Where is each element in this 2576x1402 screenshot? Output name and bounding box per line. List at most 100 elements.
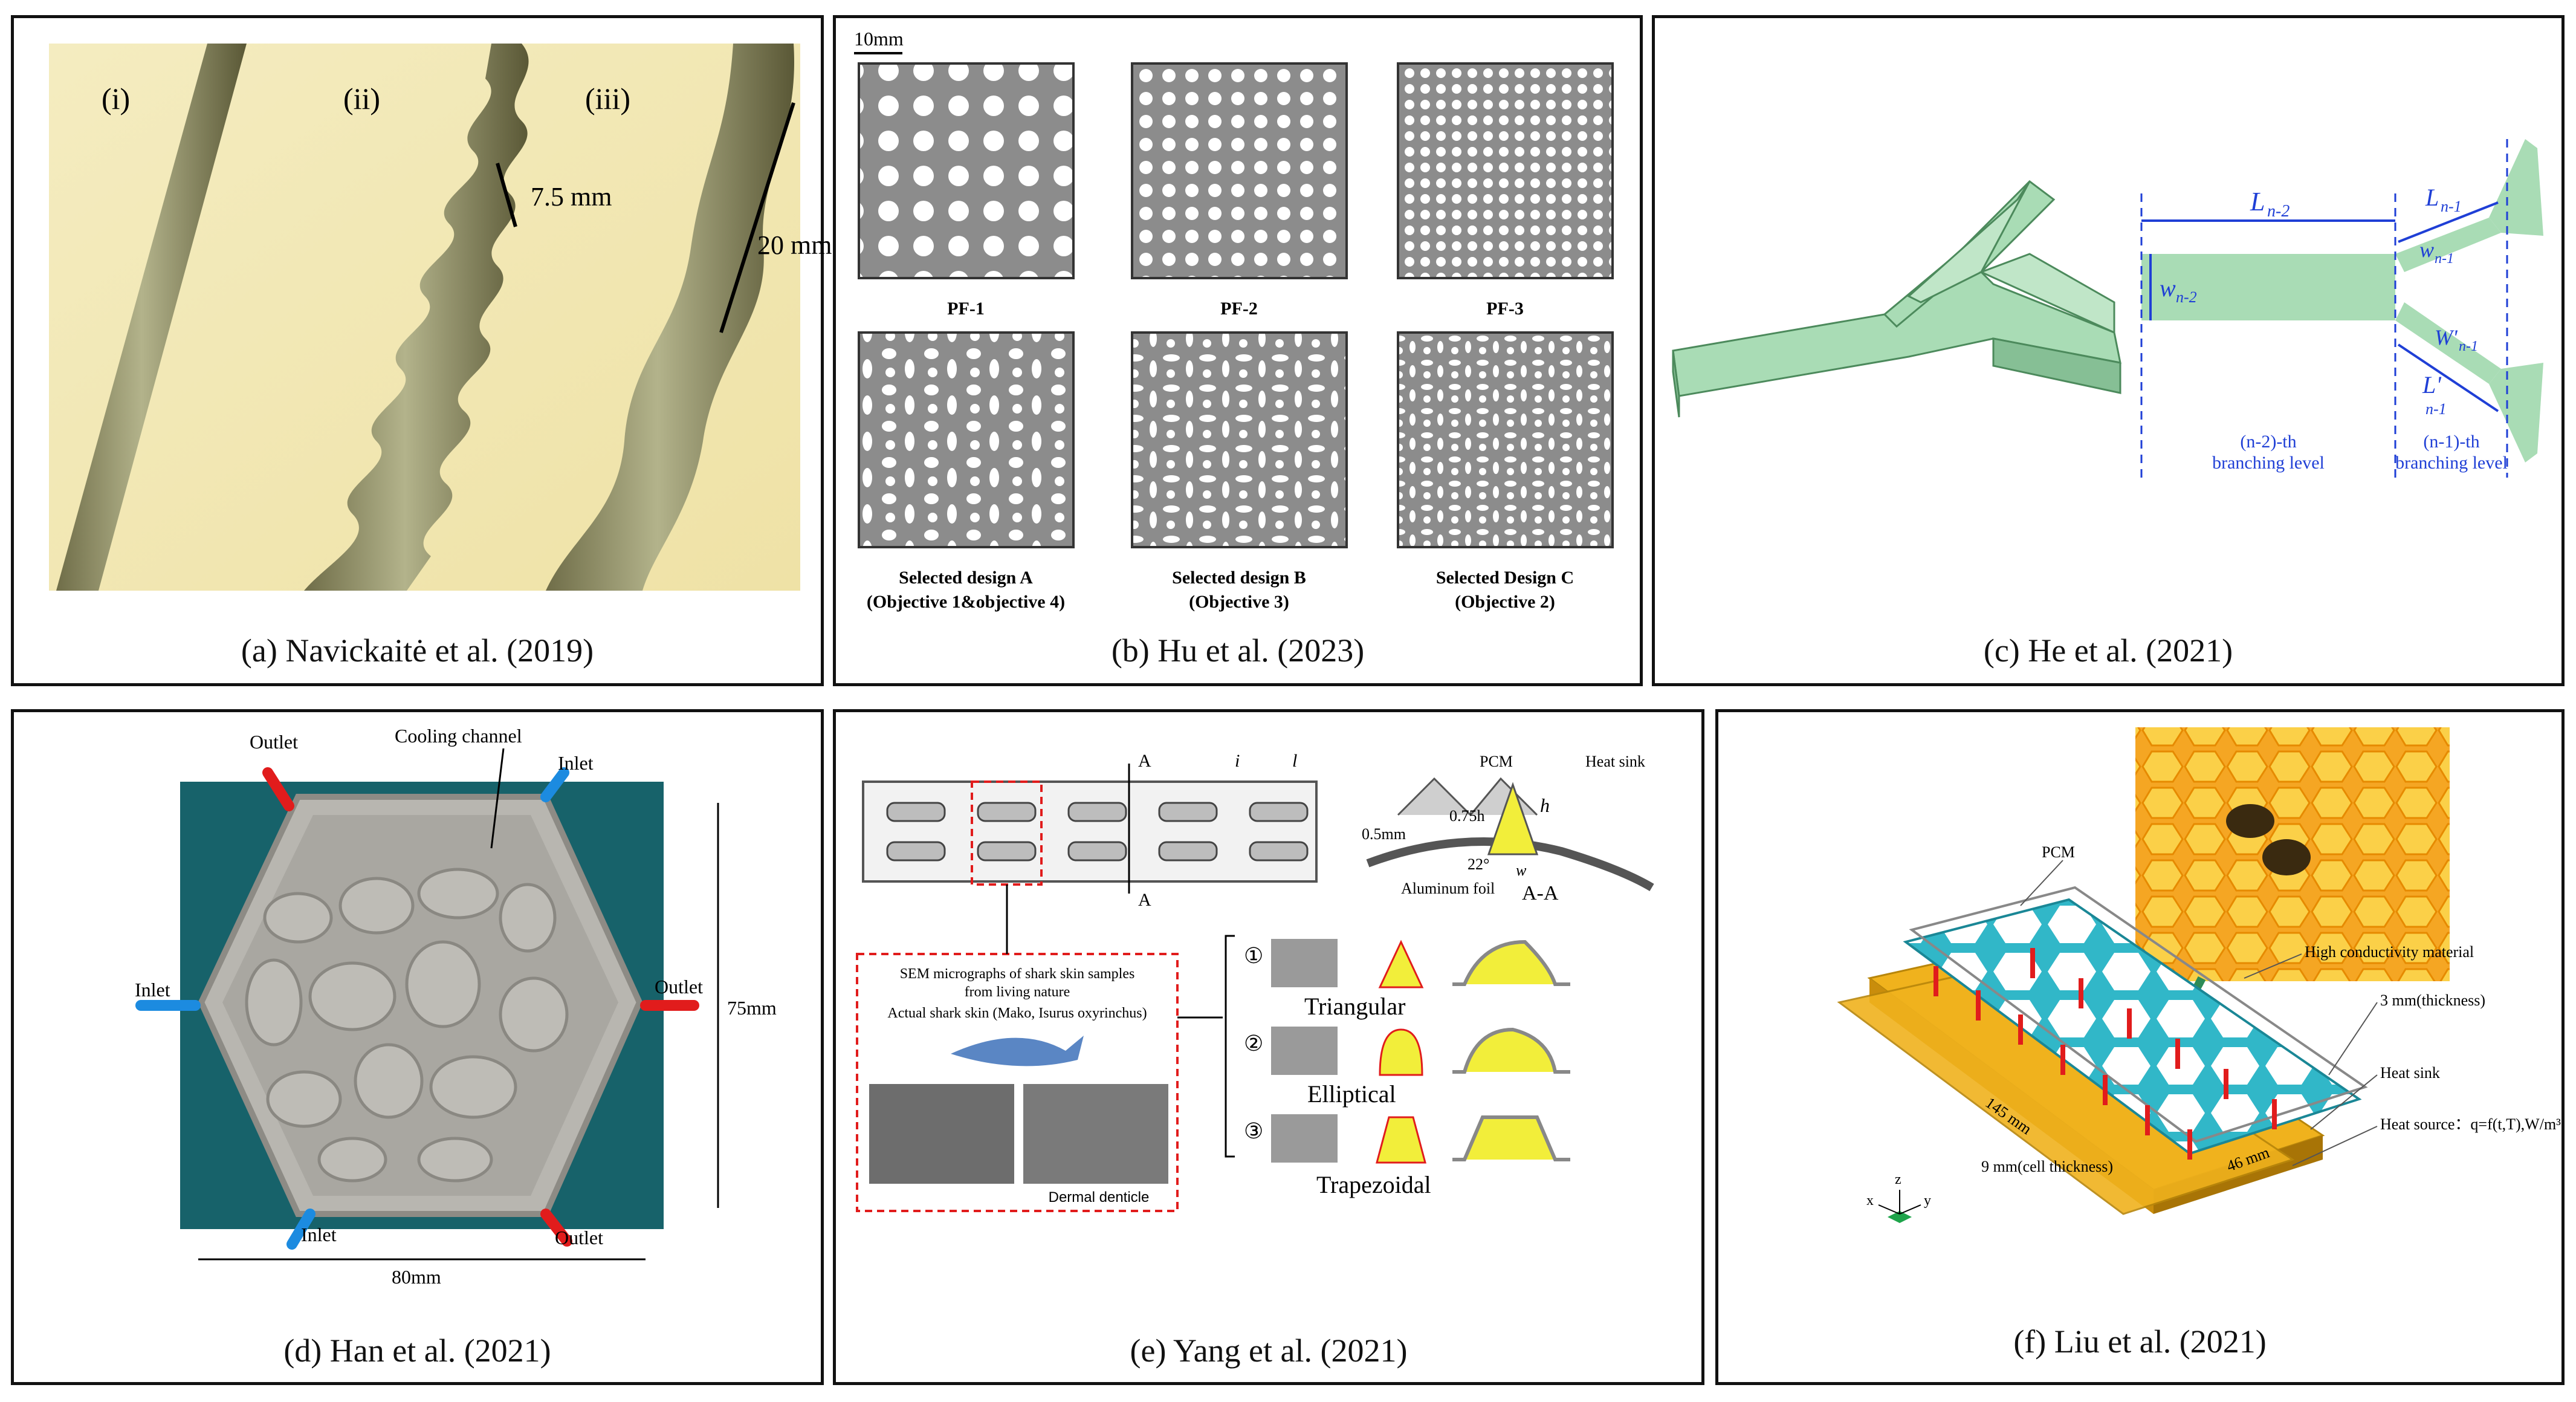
pf2-label: PF-2 — [1220, 299, 1258, 319]
caption-b: (b) Hu et al. (2023) — [1111, 632, 1365, 669]
caption-e: (e) Yang et al. (2021) — [1130, 1332, 1408, 1369]
foil-arc — [1366, 837, 1654, 892]
shape3-name: Trapezoidal — [1316, 1171, 1431, 1198]
outlet-tl-label: Outlet — [250, 731, 298, 753]
design-b-l1: Selected design B — [1172, 568, 1306, 588]
inlet-bl-label: Inlet — [301, 1224, 337, 1245]
l-n-2-sub: n-2 — [2267, 202, 2290, 221]
dim-20mm: 20 mm — [757, 230, 832, 260]
hexagon-cold-plate: Outlet Inlet Cooling channel Inlet Outle… — [135, 725, 777, 1288]
pf1-pattern — [858, 62, 1075, 279]
caption-d: (d) Han et al. (2021) — [283, 1332, 551, 1369]
shape1-num: ① — [1244, 944, 1263, 968]
rod-photo: (i) (ii) (iii) 7.5 mm 20 mm — [49, 44, 832, 591]
y-branch-3d — [1672, 180, 2121, 418]
shark-skin-fins: A A i l PCM Heat sink h 0.75h 0.5mm 22° … — [856, 751, 1654, 1212]
shape1-photo — [1271, 939, 1338, 987]
sem-micrograph-1 — [869, 1084, 1014, 1184]
l-prime-sub: n-1 — [2426, 400, 2447, 418]
shape2-photo — [1271, 1027, 1338, 1075]
design-a-l1: Selected design A — [899, 568, 1033, 588]
outlet-arrow-tl — [262, 767, 294, 811]
fin-array — [886, 802, 1309, 862]
design-c-pattern — [1397, 331, 1614, 548]
level2-line1: (n-1)-th — [2423, 432, 2479, 452]
level2-line2: branching level — [2395, 453, 2508, 473]
heat-flux-arrows — [1934, 948, 2277, 1160]
honeycomb-heat-sink: PCM High conductivity material 3 mm(thic… — [1837, 727, 2561, 1223]
shape3-photo — [1271, 1114, 1338, 1163]
branching-channel: L n-2 w n-2 L n-1 w n-1 W' n-1 L' n-1 (n… — [1672, 139, 2543, 478]
dim-80mm-label: 80mm — [392, 1266, 441, 1288]
lower-sub-branch — [2489, 363, 2543, 462]
spacing-i: i — [1235, 751, 1240, 771]
hexagonal-pcm-layer — [1903, 898, 2362, 1155]
porous-designs: 10mm PF-1 PF-2 PF-3 Selected design A (O… — [854, 28, 1614, 612]
design-a-pattern — [858, 331, 1075, 548]
axis-z: z — [1895, 1172, 1901, 1187]
label-iii: (iii) — [585, 82, 630, 115]
shape2-profile — [1379, 1028, 1423, 1076]
section-a-top: A — [1138, 751, 1151, 771]
shape1-name: Triangular — [1304, 993, 1405, 1020]
pf3-pattern — [1397, 62, 1614, 279]
dim-arrow-iii — [719, 102, 795, 333]
shape3-result — [1452, 1115, 1570, 1161]
main-segment — [2141, 254, 2395, 320]
section-a-bottom: A — [1138, 890, 1151, 910]
conductive-plate — [1909, 886, 2368, 1143]
panel-a: (i) (ii) (iii) 7.5 mm 20 mm (a) Navickai… — [11, 15, 832, 686]
shape1-profile — [1378, 940, 1424, 988]
pcm-label: PCM — [2042, 843, 2075, 861]
design-b-l2: (Objective 3) — [1189, 592, 1289, 612]
scale-label: 10mm — [854, 28, 904, 50]
inlet-arrow-tr — [540, 767, 569, 802]
heat-source-label: Heat source：q=f(t,T),W/m³ — [2380, 1115, 2561, 1133]
caption-a: (a) Navickaitė et al. (2019) — [241, 632, 594, 669]
w-n-1: w — [2419, 238, 2434, 262]
shape2-name: Elliptical — [1307, 1080, 1396, 1108]
level1-line1: (n-2)-th — [2240, 432, 2296, 452]
inlet-arrow-bl — [286, 1209, 316, 1250]
pf1-label: PF-1 — [947, 299, 985, 319]
foil-label: Aluminum foil — [1401, 880, 1495, 897]
outlet-r-label: Outlet — [655, 976, 703, 998]
tube-section — [862, 781, 1318, 883]
inlet-tr-label: Inlet — [558, 752, 594, 774]
sem-micrograph-2 — [1023, 1084, 1168, 1184]
heat-sink-label: Heat sink — [2380, 1064, 2440, 1082]
outlet-arrow-br — [540, 1209, 572, 1247]
label-i: (i) — [102, 82, 130, 115]
dim-75mm-label: 75mm — [727, 997, 777, 1019]
cell-thickness-label: 9 mm(cell thickness) — [1981, 1158, 2113, 1175]
w-n-2: w — [2160, 274, 2176, 302]
h075-label: 0.75h — [1449, 807, 1485, 825]
shape2-num: ② — [1244, 1031, 1263, 1056]
l-prime: L' — [2422, 371, 2442, 398]
fin-shapes: ① Triangular ② Elliptical ③ Trapezoidal — [1244, 939, 1570, 1198]
label-ii: (ii) — [343, 82, 380, 115]
outlet-br-label: Outlet — [555, 1227, 603, 1248]
dim-75mm: 7.5 mm — [531, 182, 612, 212]
pcm-triangle — [1487, 782, 1539, 855]
design-a-l2: (Objective 1&objective 4) — [867, 592, 1065, 612]
denticle-label: Dermal denticle — [1049, 1189, 1150, 1206]
axis-origin — [1888, 1211, 1912, 1223]
upper-sub-branch — [2489, 139, 2543, 236]
shape3-num: ③ — [1244, 1119, 1263, 1143]
l-n-2: L — [2250, 187, 2265, 216]
shape3-profile — [1376, 1116, 1426, 1164]
w-prime-sub: n-1 — [2459, 339, 2478, 354]
sem-line1: SEM micrographs of shark skin samples — [900, 966, 1135, 982]
w-n-2-sub: n-2 — [2176, 288, 2197, 306]
leader-lines — [2020, 860, 2378, 1166]
l-n-1: L — [2425, 184, 2439, 211]
bee-1 — [2226, 804, 2274, 838]
sem-line3: Actual shark skin (Mako, Isurus oxyrinch… — [887, 1005, 1147, 1021]
axis-y: y — [1924, 1193, 1931, 1209]
aa-label: A-A — [1522, 882, 1559, 904]
panel-c: L n-2 w n-2 L n-1 w n-1 W' n-1 L' n-1 (n… — [1652, 15, 2565, 686]
w-label: w — [1516, 862, 1527, 879]
heat-source-plate — [1837, 965, 2295, 1215]
caption-f: (f) Liu et al. (2021) — [2013, 1323, 2267, 1360]
